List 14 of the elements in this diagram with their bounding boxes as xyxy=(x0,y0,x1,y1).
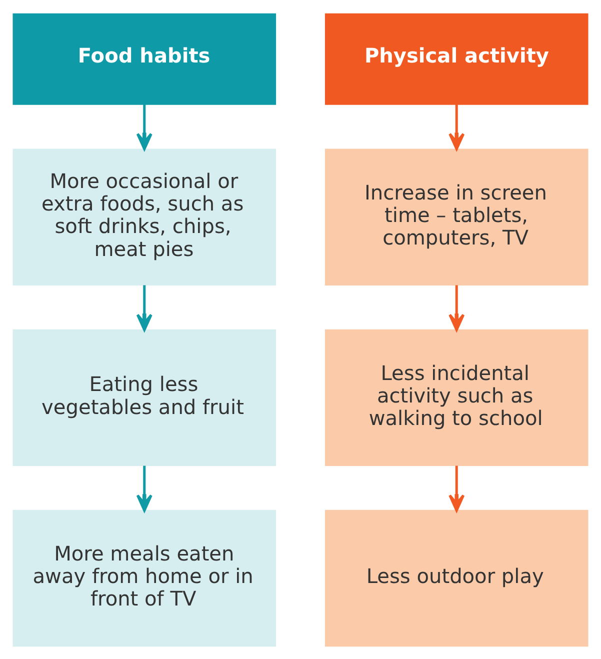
node-box: More meals eaten away from home or in front of TV xyxy=(12,509,276,646)
arrow xyxy=(448,104,465,150)
node-box: Physical activity xyxy=(324,12,588,104)
node-box: Food habits xyxy=(12,12,276,104)
node-box: Increase in screen time – tablets, computers, TV xyxy=(324,148,588,285)
arrow xyxy=(136,104,152,150)
node-box: Eating less vegetables and fruit xyxy=(12,328,276,466)
arrow xyxy=(136,284,152,331)
arrow xyxy=(136,465,152,512)
node-box: Less outdoor play xyxy=(324,509,588,646)
node-box: More occasional or extra foods, such as soft drinks, chips, meat pies xyxy=(12,148,276,285)
node-box: Less incidental activity such as walking to school xyxy=(324,328,588,466)
arrow xyxy=(448,284,465,331)
arrow xyxy=(448,465,465,512)
